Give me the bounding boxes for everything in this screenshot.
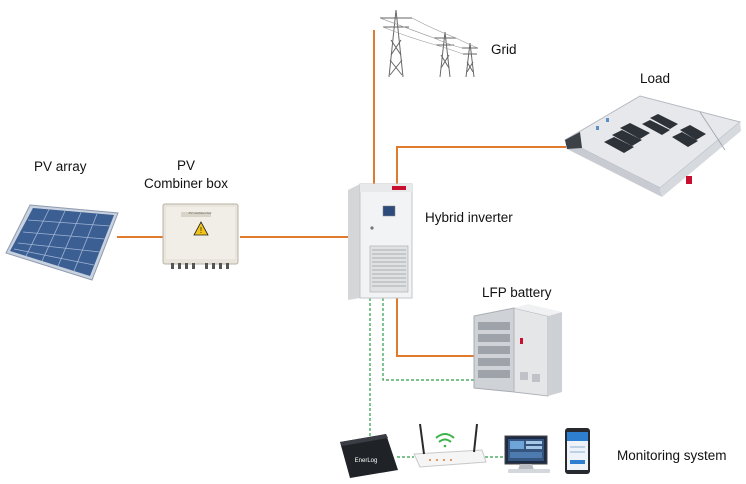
line-inverter-to-load [396, 146, 566, 190]
tower-icon [462, 42, 478, 78]
combiner-plate-text: PV combiner box [189, 211, 212, 215]
router [413, 423, 487, 468]
label-load: Load [640, 71, 671, 86]
warning-icon [193, 221, 209, 236]
enerlog-logger: EnerLog [340, 434, 398, 478]
label-pv-array: PV array [34, 159, 87, 174]
line-inverter-to-battery [396, 298, 475, 357]
svg-text:!: ! [200, 226, 202, 235]
lfp-battery [473, 304, 562, 397]
label-grid: Grid [491, 42, 517, 57]
inverter-display-icon [382, 205, 396, 217]
comm-inverter-to-battery [382, 298, 476, 381]
label-monitoring-system: Monitoring system [617, 448, 727, 463]
enerlog-text: EnerLog [355, 458, 378, 464]
label-hybrid-inverter: Hybrid inverter [425, 210, 513, 225]
label-combiner-line1: PV [176, 158, 195, 173]
pc-monitor [504, 435, 550, 473]
grid-towers [379, 9, 479, 78]
tower-icon [380, 9, 412, 78]
load-building [563, 95, 742, 197]
wifi-icon [435, 433, 455, 448]
pv-array [5, 204, 119, 281]
monitoring-devices: EnerLog [340, 423, 590, 478]
power-lines [117, 30, 566, 357]
comm-lines [369, 298, 505, 458]
label-combiner-line2: Combiner box [143, 176, 229, 191]
label-lfp-battery: LFP battery [482, 285, 552, 300]
tower-icon [434, 31, 456, 78]
hybrid-inverter [348, 183, 413, 300]
pv-combiner-box: ! PV combiner box [162, 203, 239, 269]
phone [565, 428, 590, 474]
